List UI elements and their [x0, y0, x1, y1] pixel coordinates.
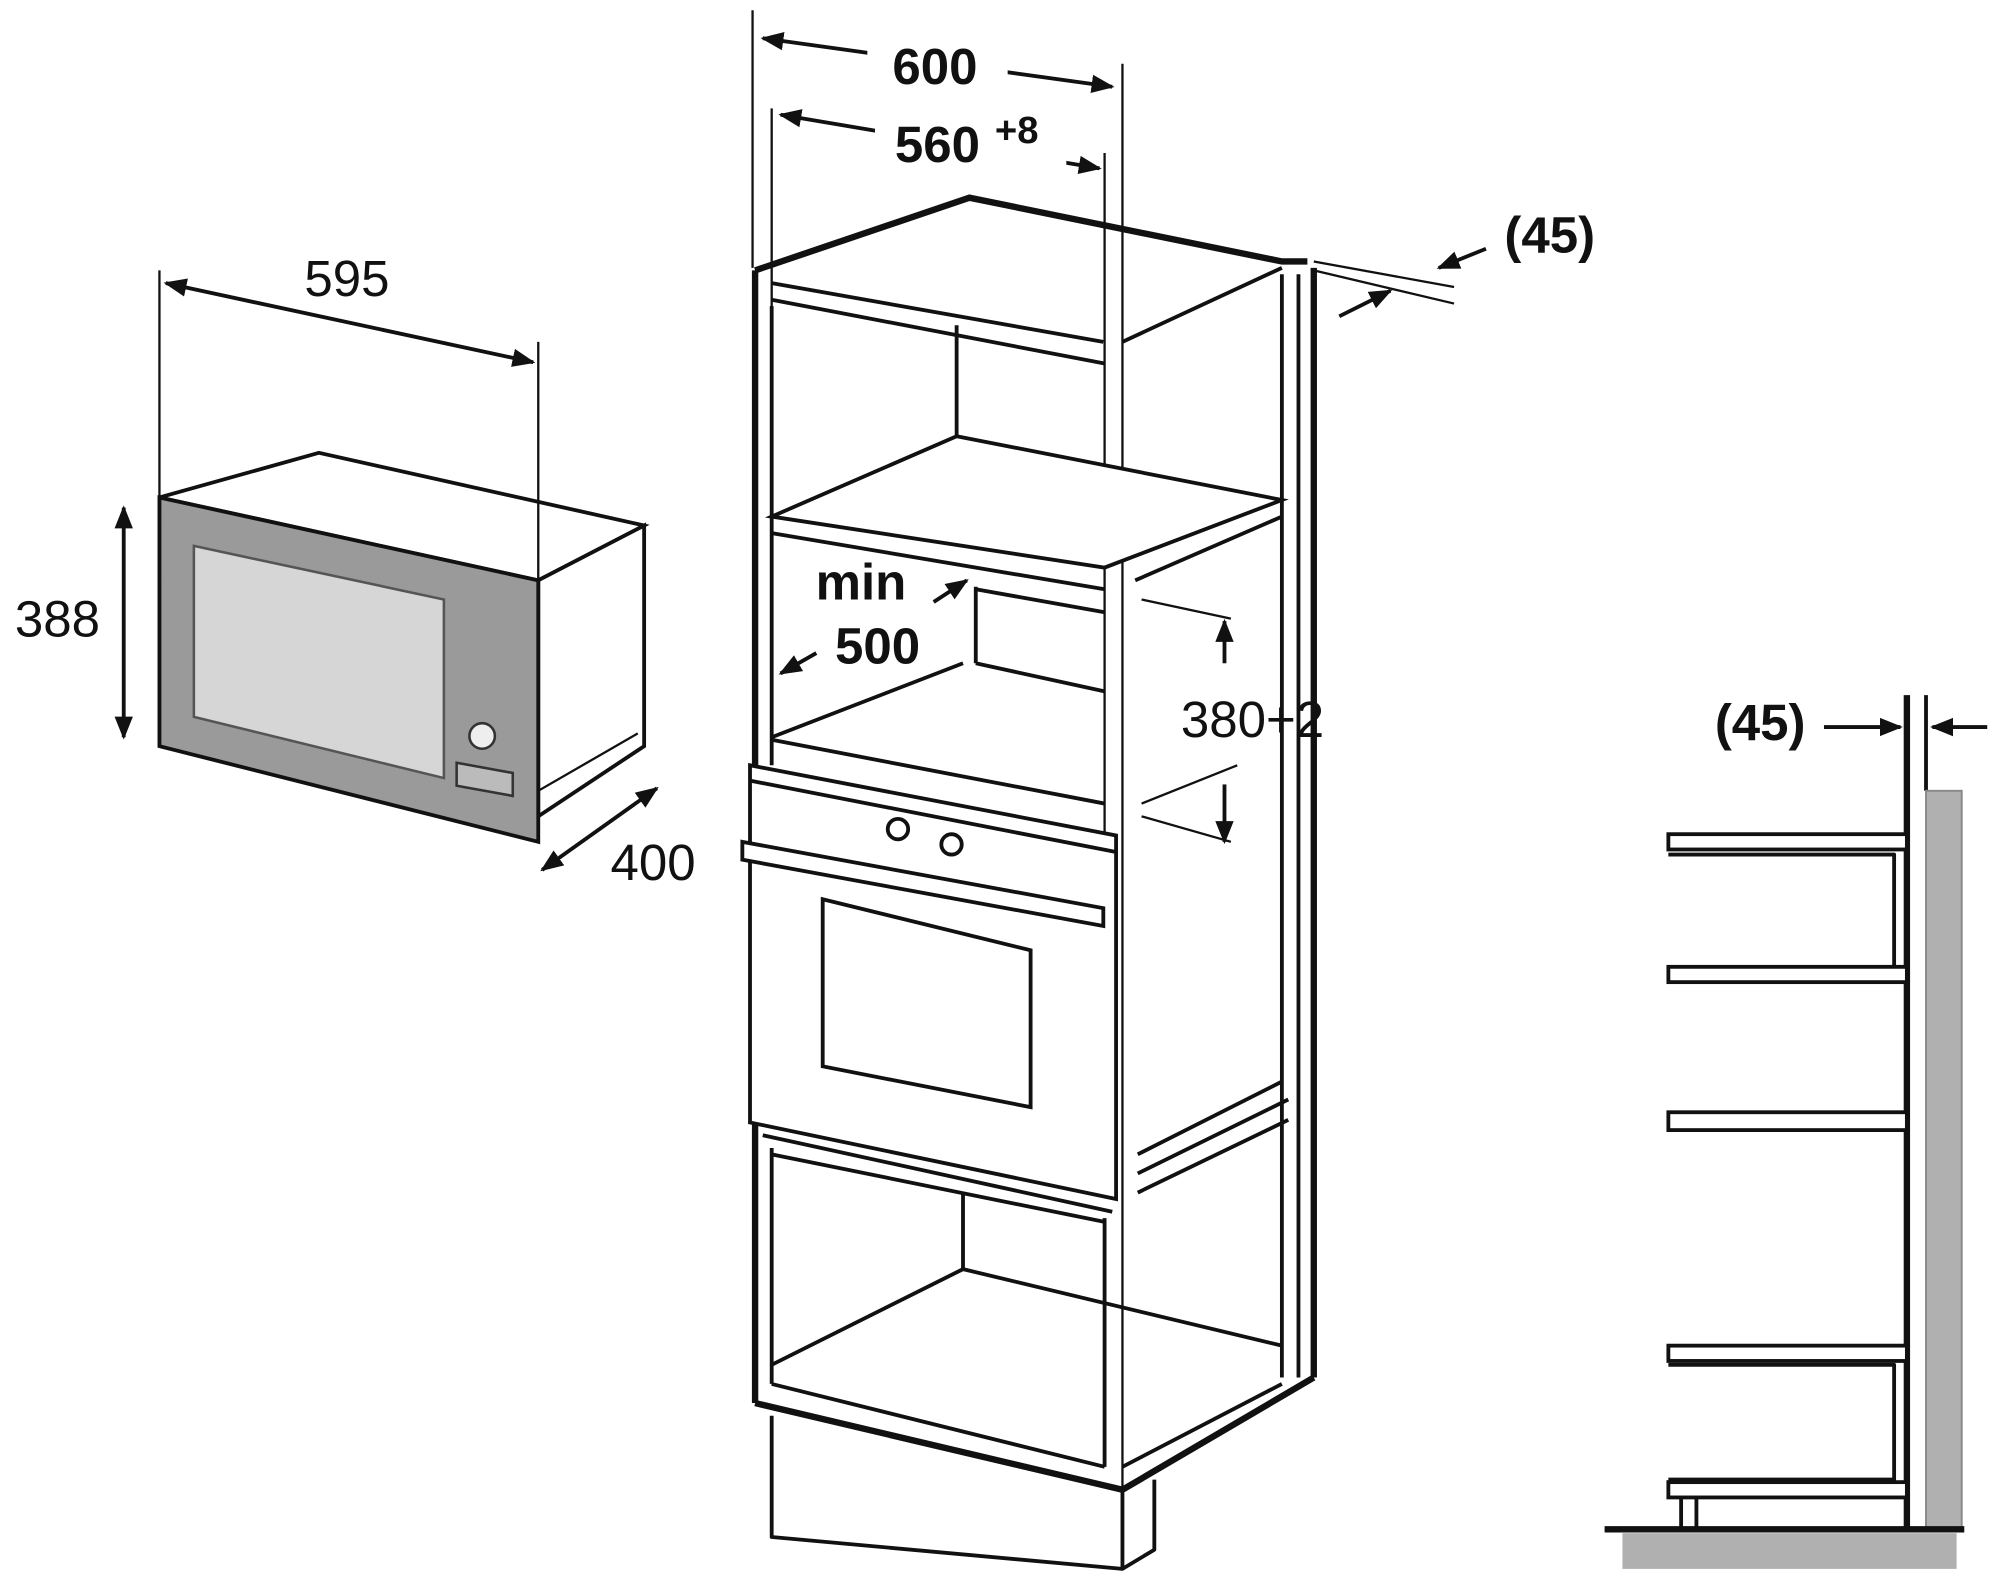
microwave-knob [468, 721, 497, 750]
microwave-width-label: 595 [304, 250, 389, 307]
oven-knob [885, 816, 911, 842]
width-dimension-arrow [163, 278, 536, 367]
microwave-window [192, 544, 446, 780]
inner-width-label: 560 [895, 116, 980, 173]
depth-dimension-arrow [540, 786, 659, 872]
wall [1925, 789, 1963, 1530]
oven-window [820, 896, 1033, 1110]
microwave-drawing: 595 388 400 [15, 250, 696, 891]
inner-width-tolerance: +8 [995, 109, 1039, 152]
min-label: min [816, 553, 907, 610]
cabinet-back-gap-label: (45) [1504, 207, 1595, 264]
oven-handle [740, 839, 1106, 929]
oven-knob [939, 832, 964, 857]
side-view-back-gap-label: (45) [1715, 694, 1806, 751]
niche-height-label: 380+2 [1181, 691, 1324, 748]
microwave-display [455, 761, 515, 798]
microwave-depth-label: 400 [611, 834, 696, 891]
microwave-height-label: 388 [15, 590, 100, 647]
min-depth-label: 500 [835, 617, 920, 674]
side-view-drawing: (45) [1604, 694, 1988, 1569]
outer-width-label: 600 [892, 38, 977, 95]
floor [1622, 1533, 1957, 1569]
cabinet-drawing: 600 560 +8 (45) [740, 10, 1595, 1571]
